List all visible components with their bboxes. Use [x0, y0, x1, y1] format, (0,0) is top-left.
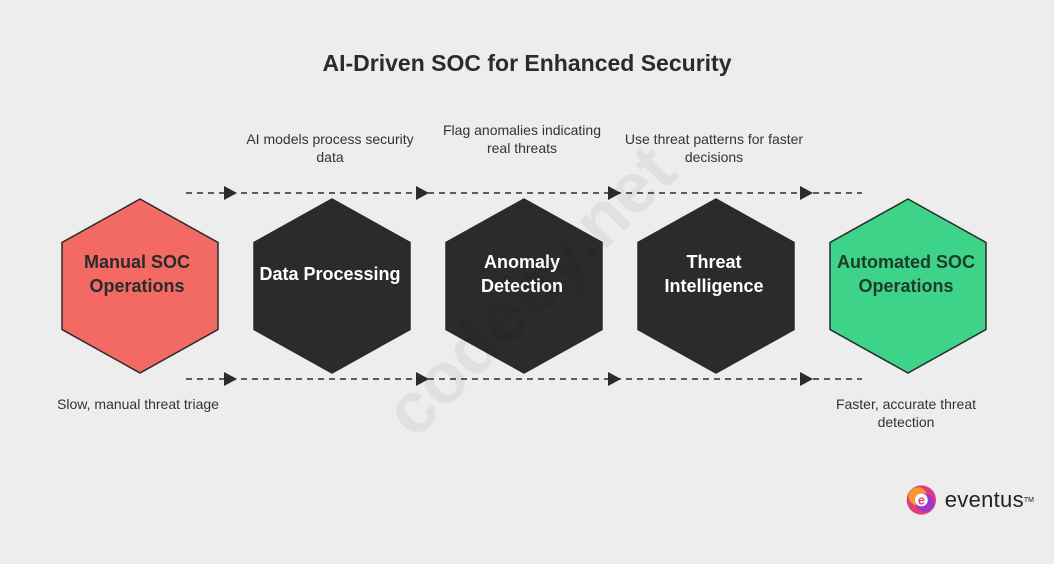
hexagon-data-processing	[253, 198, 411, 374]
note-data-processing: AI models process security data	[246, 131, 414, 165]
node-data-processing: Data Processing	[259, 264, 401, 284]
eventus-logo-icon: e	[906, 485, 936, 515]
arrow-head-bottom-3	[800, 372, 813, 386]
note-manual-soc: Slow, manual threat triage	[57, 396, 219, 412]
node-manual-soc-operations: Manual SOC Operations	[83, 252, 190, 296]
note-anomaly-detection: Flag anomalies indicating real threats	[443, 122, 601, 156]
hexagon-manual-soc-operations	[61, 198, 219, 374]
note-automated-soc: Faster, accurate threat detection	[835, 396, 977, 430]
svg-text:e: e	[918, 493, 925, 508]
arrow-head-top-3	[800, 186, 813, 200]
hexagon-anomaly-detection	[445, 198, 603, 374]
arrow-head-top-1	[416, 186, 429, 200]
logo-text: eventus	[944, 487, 1024, 512]
arrow-head-bottom-0	[224, 372, 237, 386]
arrow-head-bottom-1	[416, 372, 429, 386]
node-automated-soc-operations: Automated SOC Operations	[836, 252, 975, 296]
arrow-head-top-0	[224, 186, 237, 200]
hexagon-automated-soc-operations	[829, 198, 987, 374]
logo-trademark: TM	[1023, 496, 1034, 504]
node-threat-intelligence: Threat Intelligence	[664, 252, 764, 296]
arrow-head-top-2	[608, 186, 621, 200]
note-threat-intelligence: Use threat patterns for faster decisions	[624, 131, 804, 165]
arrow-head-bottom-2	[608, 372, 621, 386]
node-anomaly-detection: Anomaly Detection	[480, 252, 563, 296]
hexagon-threat-intelligence	[637, 198, 795, 374]
diagram-title: AI-Driven SOC for Enhanced Security	[322, 50, 732, 76]
